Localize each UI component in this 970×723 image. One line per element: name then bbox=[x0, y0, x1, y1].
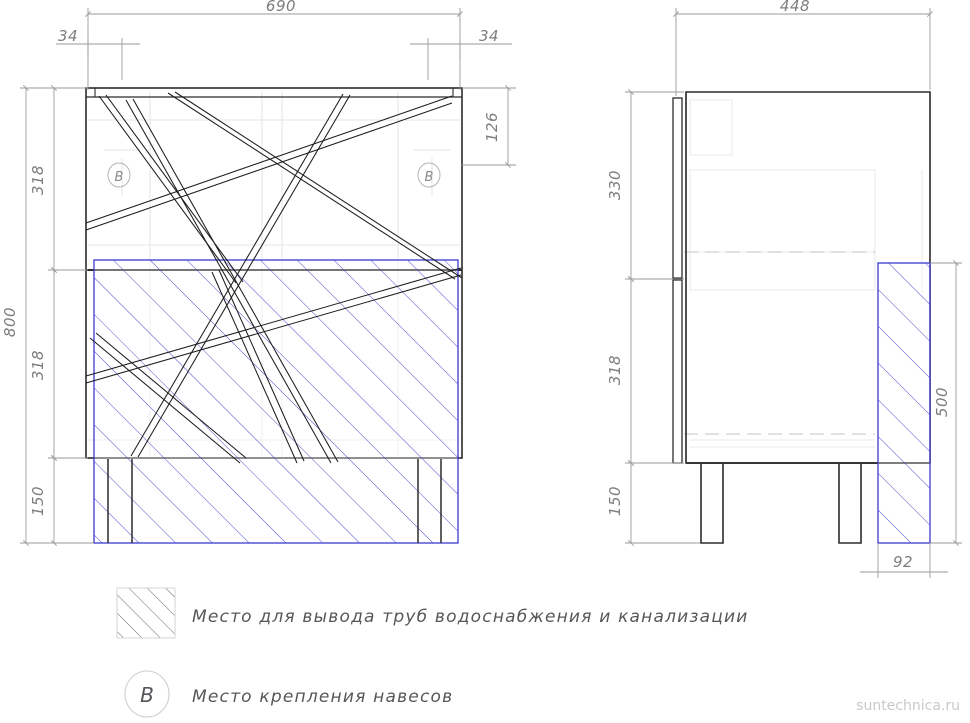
front-mount-markers: В В bbox=[107, 162, 441, 188]
dim-front-width-total: 690 bbox=[266, 0, 296, 15]
side-legs bbox=[700, 464, 862, 544]
dim-front-height-total: 800 bbox=[1, 307, 19, 337]
mount-marker-right: В bbox=[417, 162, 441, 188]
legend-mount-symbol: В bbox=[140, 683, 154, 707]
watermark: suntechnica.ru bbox=[856, 698, 960, 714]
legend-pipe-zone-text: Место для вывода труб водоснабжения и ка… bbox=[192, 607, 749, 627]
side-dimension-lines bbox=[625, 8, 962, 578]
dim-side-height-legs: 150 bbox=[606, 486, 624, 516]
dim-side-depth-total: 448 bbox=[780, 0, 810, 15]
dim-front-height-facade: 126 bbox=[483, 112, 501, 142]
front-dimension-labels: 690 34 34 800 318 318 150 126 bbox=[1, 0, 501, 516]
dim-side-zone-width: 92 bbox=[893, 553, 913, 571]
dim-side-zone-height: 500 bbox=[933, 387, 951, 417]
legend-item-pipe-zone: Место для вывода труб водоснабжения и ка… bbox=[116, 587, 749, 639]
front-legs bbox=[107, 459, 442, 543]
dim-front-height-legs: 150 bbox=[29, 486, 47, 516]
dim-side-height-upper: 330 bbox=[606, 170, 624, 200]
front-pipe-zone bbox=[93, 259, 459, 544]
front-view: В В bbox=[1, 0, 516, 547]
mount-marker-right-label: В bbox=[425, 170, 434, 185]
legend: Место для вывода труб водоснабжения и ка… bbox=[116, 587, 749, 718]
side-hidden-lines bbox=[684, 251, 875, 435]
mount-marker-left-label: В bbox=[115, 170, 124, 185]
front-dimension-lines bbox=[20, 8, 516, 547]
side-dimension-labels: 448 330 318 150 500 92 bbox=[606, 0, 951, 571]
dim-side-height-lower: 318 bbox=[606, 355, 624, 385]
side-view: 448 330 318 150 500 92 bbox=[606, 0, 962, 578]
mount-marker-left: В bbox=[107, 162, 131, 188]
legend-mount-zone-text: Место крепления навесов bbox=[192, 687, 453, 707]
dim-front-height-upper: 318 bbox=[29, 165, 47, 195]
side-pipe-zone bbox=[877, 262, 931, 544]
dim-front-offset-right: 34 bbox=[479, 27, 499, 45]
dim-front-offset-left: 34 bbox=[58, 27, 78, 45]
legend-item-mount-zone: В Место крепления навесов bbox=[124, 670, 453, 718]
front-strapping-lines bbox=[85, 91, 463, 464]
dim-front-height-lower: 318 bbox=[29, 350, 47, 380]
